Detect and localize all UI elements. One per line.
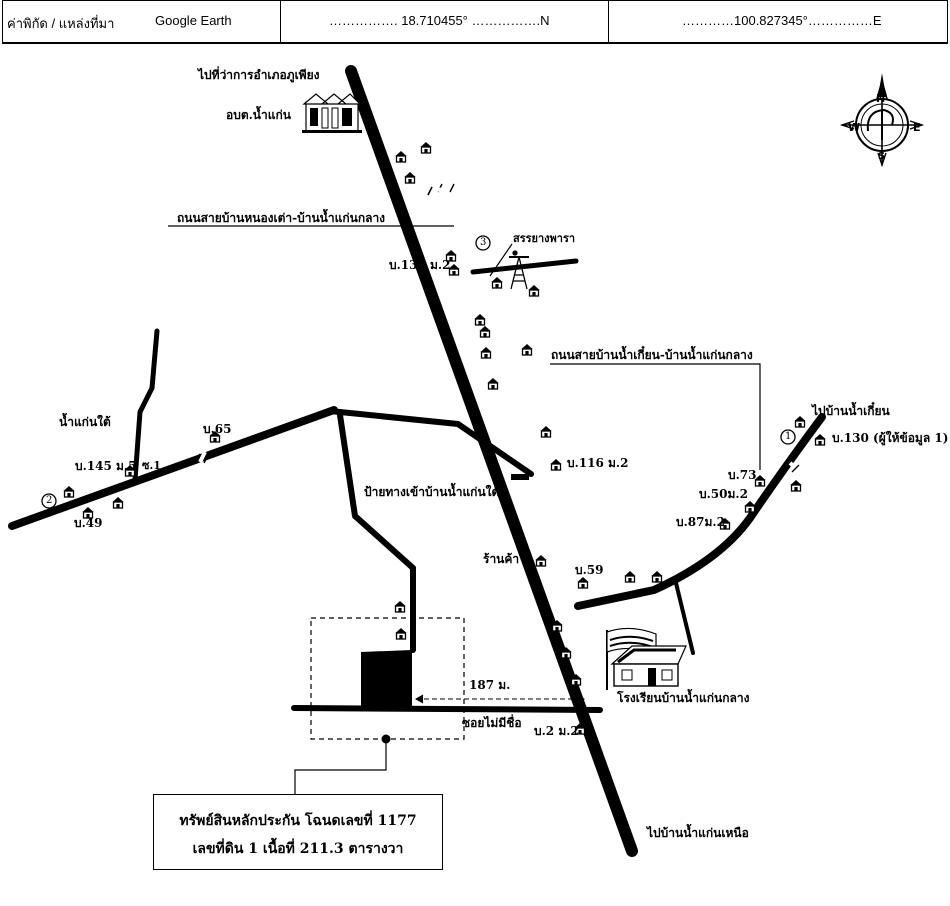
coordinate-source: Google Earth	[155, 13, 232, 28]
property-caption-box: ทรัพย์สินหลักประกัน โฉนดเลขที่ 1177 เลขท…	[153, 794, 443, 870]
leader-lines	[168, 225, 761, 794]
house-icon	[549, 458, 563, 471]
inner-road	[337, 412, 416, 653]
label-road-nong-tao: ถนนสายบ้านหนองเต่า-บ้านน้ำแก่นกลาง	[177, 211, 386, 225]
label-house-87-m2: บ.87ม.2	[676, 515, 725, 529]
house-icon	[789, 479, 803, 492]
house-icon	[393, 600, 407, 613]
label-house-2-m2: บ.2 ม.2	[534, 724, 579, 738]
label-road-nam-kian: ถนนสายบ้านน้ำเกี๋ยน-บ้านน้ำแก่นกลาง	[551, 348, 753, 362]
label-to-district-office: ไปที่ว่าการอำเภอภูเพียง	[198, 68, 320, 82]
label-to-nam-kian: ไปบ้านน้ำเกี๋ยน	[812, 404, 890, 418]
marker-circle-1	[780, 429, 796, 445]
house-icon	[403, 171, 417, 184]
coordinate-header: ค่าพิกัด / แหล่งที่มา Google Earth ………………	[2, 0, 948, 44]
coordinate-source-cell: ค่าพิกัด / แหล่งที่มา Google Earth	[2, 1, 280, 43]
label-to-nam-kaen-nuea: ไปบ้านน้ำแก่นเหนือ	[647, 826, 749, 840]
house-icon	[520, 343, 534, 356]
loop-road	[327, 408, 534, 477]
road-break-mark	[427, 183, 456, 196]
label-nam-kaen-tai: น้ำแก่นใต้	[59, 415, 111, 429]
marker-number-2: 2	[46, 495, 53, 506]
label-house-59: บ.59	[575, 563, 604, 577]
latitude-cell: ……………. 18.710455° …………….N	[280, 1, 608, 43]
longitude-value: …………100.827345°……………E	[682, 13, 882, 28]
property-area-outline	[310, 617, 465, 740]
house-icon	[743, 500, 757, 513]
compass-east-label: E	[913, 121, 921, 134]
school-building-icon	[606, 627, 687, 690]
coordinate-label: ค่าพิกัด / แหล่งที่มา	[7, 16, 115, 31]
label-house-130-m2: บ.130 ม.2	[389, 258, 451, 272]
house-icon	[394, 150, 408, 163]
unnamed-soi-road	[291, 705, 603, 713]
label-rubber-plantation: สรรยางพารา	[513, 232, 576, 245]
distance-arrow	[414, 694, 586, 704]
label-sao: อบต.น้ำแก่น	[226, 108, 291, 122]
house-icon	[394, 627, 408, 640]
sao-building-icon	[302, 93, 362, 133]
marker-number-3: 3	[480, 237, 487, 248]
compass-west-label: W	[848, 121, 861, 134]
house-icon	[534, 554, 548, 567]
rubber-plantation-road	[470, 258, 579, 275]
label-house-49: บ.49	[74, 516, 103, 530]
house-icon	[793, 415, 807, 428]
property-parcel	[361, 650, 412, 706]
label-house-65: บ.65	[203, 422, 232, 436]
house-icon	[419, 141, 433, 154]
house-icon	[527, 284, 541, 297]
house-icon	[111, 496, 125, 509]
label-entrance-sign: ป้ายทางเข้าบ้านน้ำแก่นใต้	[364, 485, 500, 499]
compass-rose-icon	[839, 73, 925, 168]
house-icon	[813, 433, 827, 446]
west-road	[8, 406, 338, 530]
house-icon	[539, 425, 553, 438]
marker-circle-3	[475, 235, 491, 251]
marker-number-1: 1	[785, 431, 792, 442]
house-icon	[486, 377, 500, 390]
label-unnamed-soi: ซอยไม่มีชื่อ	[462, 716, 522, 730]
house-icon	[623, 570, 637, 583]
label-house-130-info: บ.130 (ผู้ให้ข้อมูล 1)	[832, 431, 949, 445]
road-break-mark	[194, 451, 209, 464]
north-branch-road	[132, 328, 160, 483]
rubber-tower-icon	[509, 250, 529, 290]
marker-circle-2	[41, 493, 57, 509]
house-icon	[479, 346, 493, 359]
longitude-cell: …………100.827345°……………E	[608, 1, 948, 43]
label-distance: 187 ม.	[469, 678, 511, 692]
label-school: โรงเรียนบ้านน้ำแก่นกลาง	[617, 691, 750, 705]
house-markers	[62, 141, 827, 735]
house-icon	[62, 485, 76, 498]
label-house-116-m2: บ.116 ม.2	[567, 456, 629, 470]
house-icon	[576, 576, 590, 589]
entrance-sign	[511, 474, 529, 480]
compass-north-label: N	[876, 92, 886, 105]
east-spur-road	[674, 581, 695, 655]
label-shop: ร้านค้า	[483, 552, 520, 566]
property-deed-line: ทรัพย์สินหลักประกัน โฉนดเลขที่ 1177	[179, 813, 417, 829]
main-road	[345, 65, 638, 857]
label-house-50-m2: บ.50ม.2	[699, 487, 748, 501]
house-icon	[650, 570, 664, 583]
label-soi-1: ซ.1	[142, 459, 161, 472]
compass-south-label: S	[878, 151, 886, 162]
house-icon	[490, 276, 504, 289]
label-house-145-m5: บ.145 ม.5	[75, 459, 137, 473]
road-break-mark	[785, 458, 800, 473]
east-road	[574, 413, 826, 610]
property-area-line: เลขที่ดิน 1 เนื้อที่ 211.3 ตารางวา	[192, 841, 404, 857]
house-icon	[473, 313, 487, 326]
latitude-value: ……………. 18.710455° …………….N	[329, 13, 550, 28]
house-icon	[478, 325, 492, 338]
label-house-73: บ.73	[728, 468, 757, 482]
